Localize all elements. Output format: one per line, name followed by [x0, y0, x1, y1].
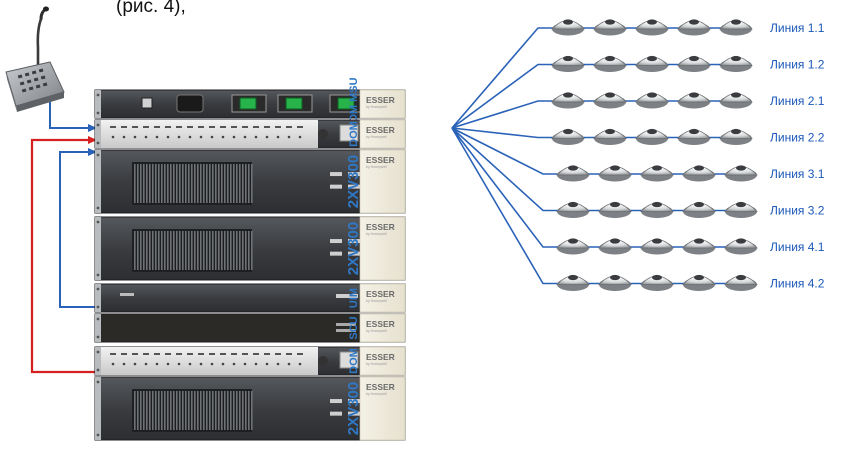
esser-logo: ESSER — [366, 125, 395, 135]
speaker-line-label: Линия 4.2 — [770, 277, 825, 291]
ceiling-speaker-icon — [593, 128, 627, 145]
red-audio-bus — [30, 138, 95, 374]
ceiling-speaker-icon — [598, 274, 632, 291]
ceiling-speaker-icon — [719, 55, 753, 72]
esser-logo-sub: by Honeywell — [366, 392, 387, 396]
red-bus-arrow — [88, 136, 97, 144]
caption-fragment: (рис. 4), — [116, 0, 186, 17]
speaker-line-wire — [451, 27, 728, 129]
speaker-line-label: Линия 3.1 — [770, 167, 825, 181]
ceiling-speaker-icon — [724, 238, 758, 255]
speaker-line-label: Линия 1.2 — [770, 58, 825, 72]
ceiling-speaker-icon — [677, 55, 711, 72]
ceiling-speaker-icon — [635, 55, 669, 72]
module-label: DOM — [348, 348, 360, 374]
esser-logo: ESSER — [366, 155, 395, 165]
ceiling-speaker-icon — [719, 19, 753, 36]
ceiling-speaker-icon — [551, 55, 585, 72]
ceiling-speaker-icon — [719, 92, 753, 109]
ceiling-speaker-icon — [635, 128, 669, 145]
ceiling-speaker-icon — [640, 238, 674, 255]
ceiling-speaker-icon — [719, 128, 753, 145]
esser-logo: ESSER — [366, 222, 395, 232]
speaker-line-label: Линия 1.1 — [770, 21, 825, 35]
ceiling-speaker-icon — [551, 128, 585, 145]
speaker-line-label: Линия 4.1 — [770, 240, 825, 254]
uim-arrow — [88, 148, 97, 156]
ceiling-speaker-icon — [682, 165, 716, 182]
ceiling-speaker-icon — [682, 238, 716, 255]
module-label: SCU — [348, 316, 360, 339]
esser-logo: ESSER — [366, 319, 395, 329]
ceiling-speaker-icon — [593, 92, 627, 109]
ceiling-speaker-icon — [635, 19, 669, 36]
ceiling-speaker-icon — [593, 19, 627, 36]
module-label: DOM — [348, 121, 360, 147]
ceiling-speaker-icon — [640, 165, 674, 182]
ceiling-speaker-icon — [635, 92, 669, 109]
module-label: UIM — [348, 288, 360, 308]
esser-logo: ESSER — [366, 289, 395, 299]
ceiling-speaker-icon — [556, 238, 590, 255]
ceiling-speaker-icon — [556, 165, 590, 182]
ceiling-speaker-icon — [640, 274, 674, 291]
ceiling-speaker-icon — [551, 92, 585, 109]
speaker-line-label: Линия 2.1 — [770, 94, 825, 108]
ceiling-speaker-icon — [556, 201, 590, 218]
mic-cable — [49, 90, 95, 129]
speaker-line-label: Линия 3.2 — [770, 204, 825, 218]
esser-logo: ESSER — [366, 352, 395, 362]
ceiling-speaker-icon — [556, 274, 590, 291]
wiring — [30, 90, 97, 374]
esser-logo-sub: by Honeywell — [366, 232, 387, 236]
ceiling-speaker-icon — [640, 201, 674, 218]
esser-logo-sub: by Honeywell — [366, 135, 387, 139]
esser-logo-sub: by Honeywell — [366, 165, 387, 169]
esser-logo-sub: by Honeywell — [366, 105, 387, 109]
module-label: 2XV300 — [345, 382, 362, 435]
speaker-line-wire — [451, 127, 733, 248]
ceiling-speaker-icon — [593, 55, 627, 72]
ceiling-speaker-icon — [598, 238, 632, 255]
speaker-line-label: Линия 2.2 — [770, 131, 825, 145]
ceiling-speaker-icon — [598, 165, 632, 182]
ceiling-speaker-icon — [682, 274, 716, 291]
paging-microphone-icon — [5, 6, 65, 112]
ceiling-speaker-icon — [551, 19, 585, 36]
uim-feedback-line — [59, 151, 95, 308]
ceiling-speaker-icon — [677, 128, 711, 145]
ceiling-speaker-icon — [682, 201, 716, 218]
ceiling-speaker-icon — [724, 165, 758, 182]
ceiling-speaker-icon — [677, 92, 711, 109]
module-label: 2XV300 — [345, 222, 362, 275]
module-label: DOM MSU — [348, 77, 360, 130]
ceiling-speaker-icon — [724, 201, 758, 218]
esser-logo: ESSER — [366, 382, 395, 392]
esser-logo: ESSER — [366, 95, 395, 105]
mic-cable-arrow — [88, 124, 97, 132]
module-label: 2XV300 — [345, 155, 362, 208]
esser-logo-sub: by Honeywell — [366, 329, 387, 333]
ceiling-speaker-icon — [724, 274, 758, 291]
ceiling-speaker-icon — [598, 201, 632, 218]
ceiling-speaker-icon — [677, 19, 711, 36]
esser-logo-sub: by Honeywell — [366, 362, 387, 366]
esser-logo-sub: by Honeywell — [366, 299, 387, 303]
